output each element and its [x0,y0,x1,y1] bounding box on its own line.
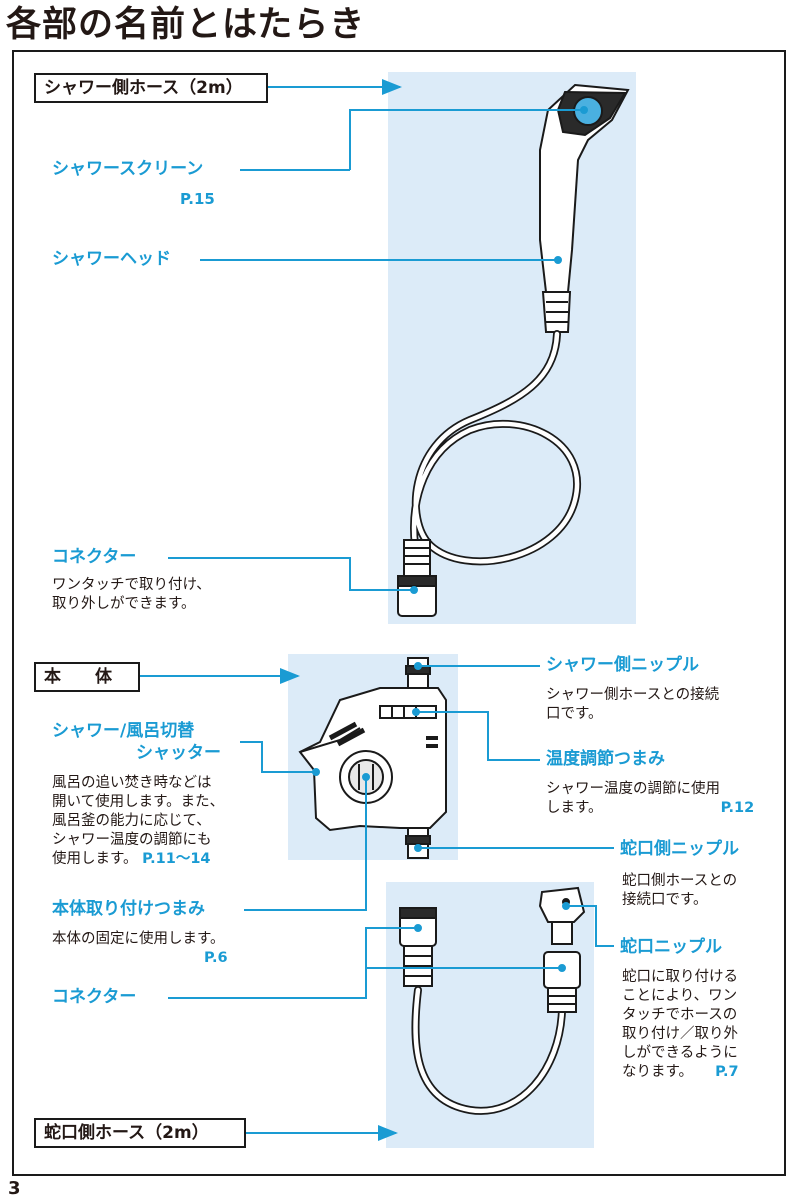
shower-hose-panel [388,72,636,624]
mount-knob-desc: 本体の固定に使用します。 P.6 [52,931,228,966]
connector-top-desc: ワンタッチで取り付け、 取り外しができます。 [52,577,211,612]
shower-head-illustration [539,83,630,333]
connector-bottom-label: コネクター [52,987,137,1007]
faucet-nipple-label: 蛇口ニップル [620,937,722,957]
diagram-frame [12,50,786,1176]
page-number: 3 [8,1178,21,1199]
faucet-connectors-illustration [399,886,586,1013]
page-title: 各部の名前とはたらき [6,5,366,45]
faucet-nipple-desc: 蛇口に取り付ける ことにより、ワン タッチでホースの 取り付け／取り外 しができ… [622,969,739,1080]
mount-knob-label: 本体取り付けつまみ [52,899,205,919]
shower-screen-page-ref: P.15 [180,190,215,208]
switch-shutter-label: シャワー/風呂切替 シャッター [52,721,221,763]
shower-screen-label: シャワースクリーン [52,159,204,179]
faucet-side-nipple-label: 蛇口側ニップル [620,839,739,859]
temp-knob-desc: シャワー温度の調節に使用 します。P.12 [546,781,755,816]
shower-hose-illustration [410,330,581,566]
temp-knob-label: 温度調節つまみ [546,749,665,769]
connector-top-label: コネクター [52,547,137,567]
main-body-section-label: 本 体 [34,662,140,692]
shower-nipple-label: シャワー側ニップル [546,655,699,675]
top-connector-illustration [397,539,437,617]
shower-hose-section-label: シャワー側ホース（2m） [34,73,268,103]
faucet-side-nipple-desc: 蛇口側ホースとの 接続口です。 [622,873,738,908]
main-body-illustration [298,657,447,859]
switch-shutter-desc: 風呂の追い焚き時などは 開いて使用します。また、 風呂釜の能力に応じて、 シャワ… [52,775,225,867]
faucet-hose-section-label: 蛇口側ホース（2m） [34,1118,246,1148]
shower-head-label: シャワーヘッド [52,249,171,269]
shower-nipple-desc: シャワー側ホースとの接続 口です。 [546,687,720,722]
